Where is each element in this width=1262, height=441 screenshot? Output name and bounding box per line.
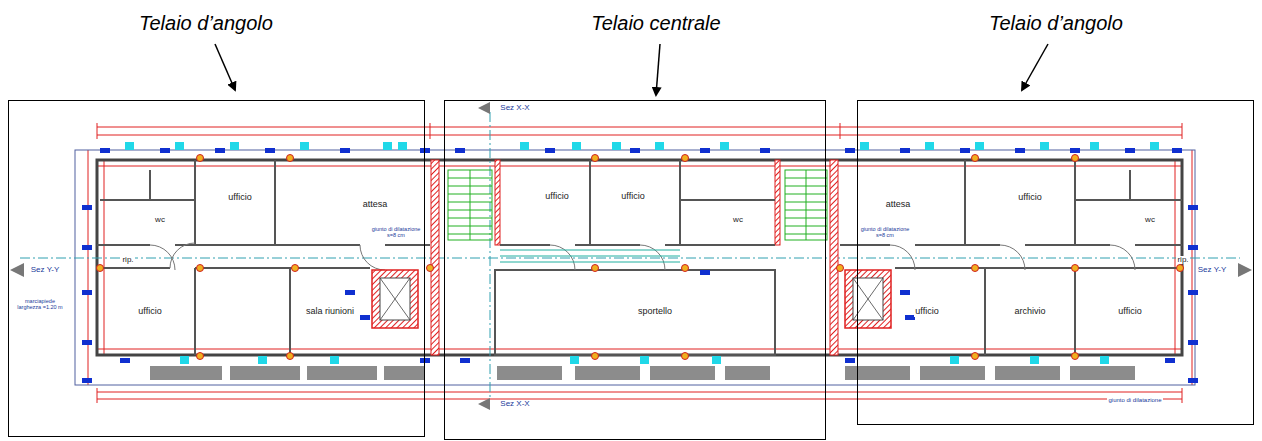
room-label: giunto di dilatazione s=8 cm <box>369 226 423 238</box>
room-label: ufficio <box>1017 193 1042 203</box>
room-label: Sez X-X <box>499 400 530 409</box>
room-label: giunto di dilatazione s=8 cm <box>858 226 912 238</box>
room-label: wc <box>154 216 166 225</box>
room-label: wc <box>732 216 744 225</box>
room-label: sala riunioni <box>305 307 355 317</box>
room-label: rip. <box>1176 256 1189 265</box>
frame-region: Telaio d’angolo <box>857 100 1254 425</box>
room-label: sportello <box>637 307 673 317</box>
room-label: ufficio <box>227 193 252 203</box>
room-label: ufficio <box>914 307 939 317</box>
room-label: ufficio <box>620 192 645 202</box>
room-label: attesa <box>885 200 912 210</box>
room-label: attesa <box>362 200 389 210</box>
frame-heading: Telaio d’angolo <box>139 12 273 35</box>
room-label: archivio <box>1013 307 1046 317</box>
frame-region: Telaio d’angolo <box>8 100 425 437</box>
room-label: Sez X-X <box>499 104 530 113</box>
frame-heading: Telaio d’angolo <box>989 12 1123 35</box>
frame-heading: Telaio centrale <box>591 12 720 35</box>
room-label: ufficio <box>137 307 162 317</box>
room-label: ufficio <box>1117 307 1142 317</box>
room-label: rip. <box>121 256 134 265</box>
room-label: Sez Y-Y <box>30 266 60 275</box>
room-label: ufficio <box>544 192 569 202</box>
frame-region: Telaio centrale <box>444 100 826 440</box>
room-label: marciapiede larghezza =1.20 m <box>14 298 66 310</box>
room-label: giunto di dilatazione <box>1107 397 1162 404</box>
room-label: Sez Y-Y <box>1197 266 1227 275</box>
room-label: wc <box>1144 216 1156 225</box>
